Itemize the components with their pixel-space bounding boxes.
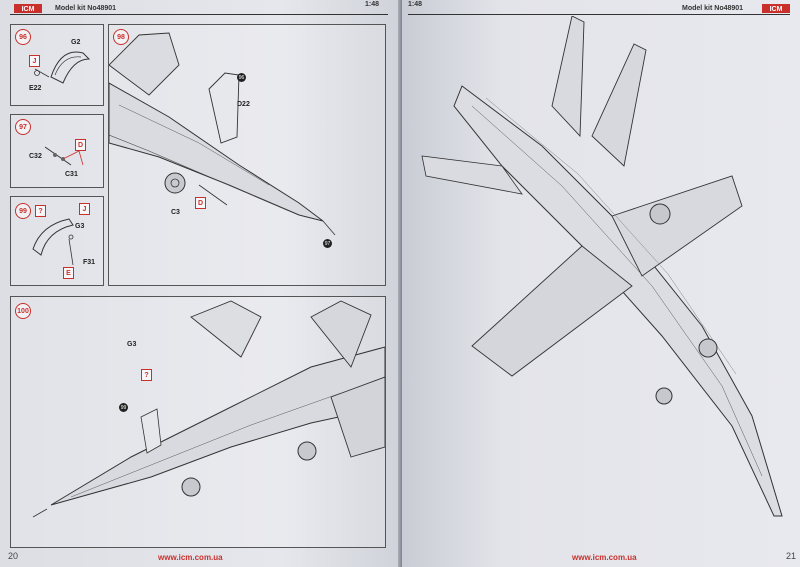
step-99-panel: 99 ? J G3 E F31 (10, 196, 104, 286)
part-c3-label: C3 (171, 209, 180, 216)
step-100-panel: 100 G3 ? 99 (10, 296, 386, 548)
part-d-tag: D (75, 139, 86, 151)
ref-step-96: 96 (237, 73, 246, 82)
right-page: 1:48 Model kit No48901 ICM www.icm.com.u… (402, 0, 800, 567)
page-number-right: 21 (786, 551, 797, 561)
part-g3-label-100: G3 (127, 341, 137, 348)
part-unknown-tag-100: ? (141, 369, 152, 381)
canopy-mirror-drawing (32, 218, 74, 266)
ref-step-99: 99 (119, 403, 128, 412)
antenna-parts-drawing (44, 146, 84, 166)
part-j-tag-99: J (79, 203, 90, 215)
scale-label-right: 1:48 (408, 1, 423, 8)
page-number-left: 20 (8, 551, 19, 561)
icm-logo-right: ICM (762, 4, 790, 18)
website-url-left: www.icm.com.ua (158, 553, 223, 562)
step-100-badge: 100 (15, 303, 31, 319)
left-page: ICM Model kit No48901 1:48 96 G2 J E22 9… (0, 0, 402, 567)
scale-label: 1:48 (365, 1, 380, 8)
part-j-tag: J (29, 55, 40, 67)
part-d22-label: D22 (237, 101, 250, 108)
header-rule-right (408, 14, 790, 15)
step-96-panel: 96 G2 J E22 (10, 24, 104, 106)
step-98-badge: 98 (113, 29, 129, 45)
step-99-badge: 99 (15, 203, 31, 219)
step-98-panel: 98 96 D22 C3 D 97 (108, 24, 386, 286)
step-96-badge: 96 (15, 29, 31, 45)
part-c32-label: C32 (29, 153, 42, 160)
part-e22-label: E22 (29, 85, 42, 92)
model-kit-label: Model kit No48901 (55, 5, 117, 12)
part-unknown-tag: ? (35, 205, 46, 217)
icm-logo-mark: ICM (14, 4, 42, 13)
model-kit-label-right: Model kit No48901 (682, 5, 744, 12)
icm-logo: ICM (14, 4, 42, 18)
part-f31-label: F31 (83, 259, 96, 266)
website-url-right: www.icm.com.ua (572, 553, 637, 562)
part-g2-label: G2 (71, 39, 81, 46)
header-rule (10, 14, 388, 15)
part-d-tag-98: D (195, 197, 206, 209)
step-97-badge: 97 (15, 119, 31, 135)
ref-step-97: 97 (323, 239, 332, 248)
part-e-tag: E (63, 267, 74, 279)
forward-fuselage-drawing (109, 32, 336, 236)
icm-logo-mark-right: ICM (762, 4, 790, 13)
icm-logo-text: ICM (22, 6, 35, 13)
part-c31-label: C31 (65, 171, 78, 178)
canopy-frame-drawing (34, 51, 91, 84)
aircraft-overview-drawing (421, 16, 783, 517)
icm-logo-text-right: ICM (770, 6, 783, 13)
step-97-panel: 97 D C32 C31 (10, 114, 104, 188)
part-g3-label: G3 (75, 223, 85, 230)
aircraft-nose-assembly-drawing (32, 300, 385, 518)
